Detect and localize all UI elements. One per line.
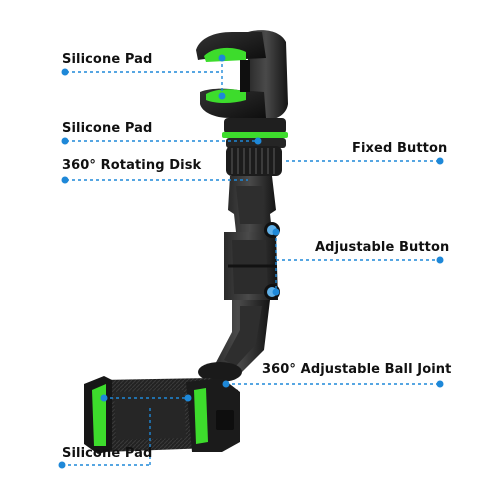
upper-arm	[224, 176, 278, 300]
silicone-pad-bottom-right	[194, 388, 208, 444]
label-ball-joint: 360° Adjustable Ball Joint	[262, 362, 452, 377]
label-silicone-pad-mid: Silicone Pad	[62, 121, 153, 136]
phone-clamp	[84, 376, 240, 454]
label-rotating-disk: 360° Rotating Disk	[62, 158, 202, 173]
callout-lines	[62, 58, 440, 466]
label-silicone-pad-top: Silicone Pad	[62, 52, 153, 67]
silicone-pad-top-upper	[204, 47, 246, 62]
label-fixed-button: Fixed Button	[352, 141, 448, 156]
label-adjustable-button: Adjustable Button	[315, 240, 450, 255]
rotating-collar	[222, 118, 288, 176]
silicone-pad-bottom-left	[92, 384, 106, 446]
top-clamp	[196, 30, 288, 121]
callout-dots	[58, 54, 444, 469]
ball-joint	[198, 362, 242, 382]
silicone-pad-top-lower	[206, 89, 246, 103]
label-silicone-pad-bottom: Silicone Pad	[62, 446, 153, 461]
green-ring	[222, 132, 288, 138]
lower-arm	[198, 300, 270, 382]
